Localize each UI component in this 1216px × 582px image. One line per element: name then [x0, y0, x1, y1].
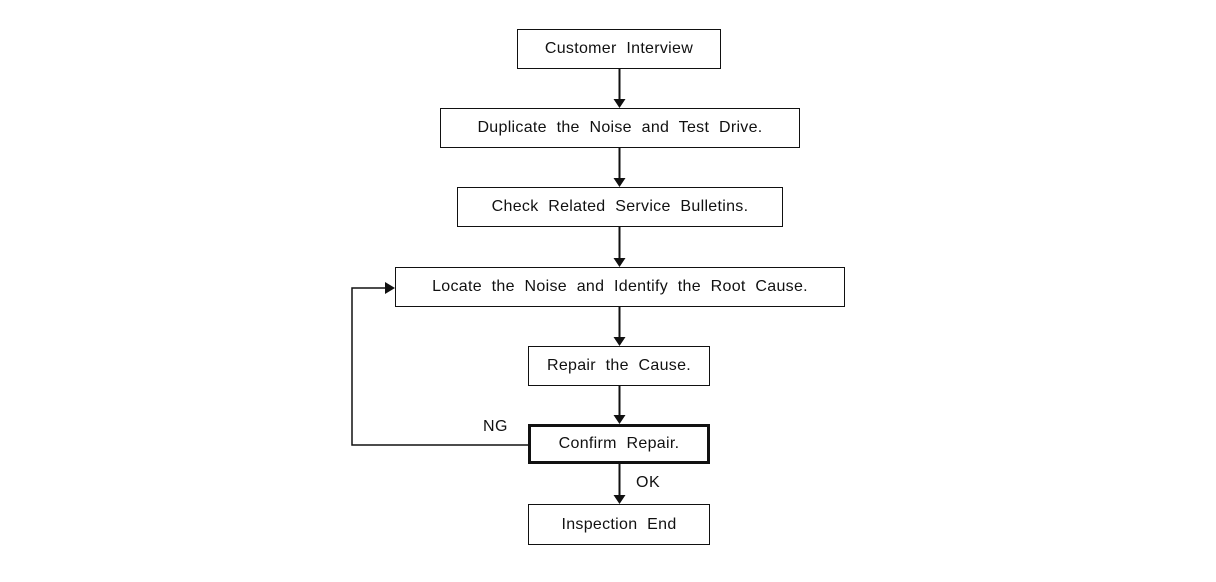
arrow-duplicate-to-check — [613, 148, 626, 187]
flow-node-locate-noise-identify-root-cause: Locate the Noise and Identify the Root C… — [395, 267, 845, 307]
arrow-confirm-to-end — [613, 464, 626, 504]
flow-node-repair-the-cause: Repair the Cause. — [528, 346, 710, 386]
flow-node-customer-interview: Customer Interview — [517, 29, 721, 69]
arrow-repair-to-confirm — [613, 386, 626, 424]
arrow-customer-to-duplicate — [613, 68, 626, 108]
flow-node-inspection-end: Inspection End — [528, 504, 710, 545]
loop-back-ng-arrow — [351, 282, 528, 446]
flow-node-check-related-service-bulletins: Check Related Service Bulletins. — [457, 187, 783, 227]
arrow-locate-to-repair — [613, 307, 626, 346]
arrow-check-to-locate — [613, 227, 626, 267]
edge-label-ng: NG — [483, 418, 508, 435]
flow-node-duplicate-noise-test-drive: Duplicate the Noise and Test Drive. — [440, 108, 800, 148]
edge-label-ok: OK — [636, 474, 661, 491]
flow-node-confirm-repair: Confirm Repair. — [528, 424, 710, 464]
